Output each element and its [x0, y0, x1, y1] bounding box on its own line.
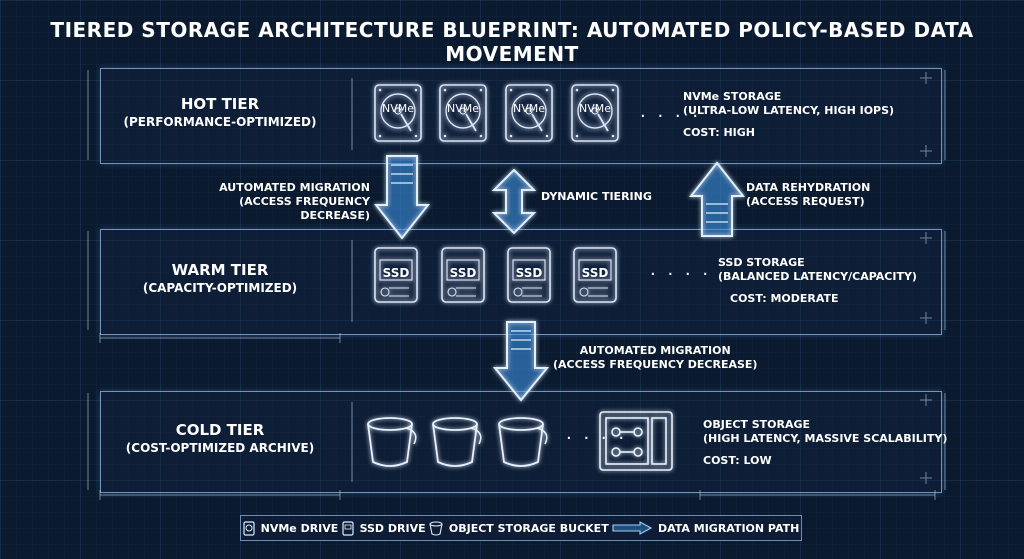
cold-tier-band — [100, 391, 942, 493]
ssd-drive-label: SSD — [582, 266, 609, 280]
dynamic-tiering-arrow — [491, 168, 537, 235]
bucket-icon — [429, 520, 443, 536]
migration-path-arrow-icon — [612, 521, 652, 535]
hot-tier-band — [100, 68, 942, 164]
nvme-drive-label: NVMe — [579, 102, 611, 115]
arrow-ladder-lines — [391, 164, 728, 350]
legend-nvme-label: NVMe DRIVE — [260, 521, 339, 535]
migration-hot-warm-label: AUTOMATED MIGRATION (ACCESS FREQUENCY DE… — [178, 181, 370, 223]
warm-info-line2: (BALANCED LATENCY/CAPACITY) — [718, 270, 917, 283]
object-storage-appliance-icon — [599, 411, 673, 471]
ssd-drive-label: SSD — [450, 266, 477, 280]
warm-tier-sub: (CAPACITY-OPTIMIZED) — [142, 281, 298, 295]
migration-arrow-hot-to-warm — [373, 155, 431, 240]
cold-info-line1: OBJECT STORAGE — [703, 418, 811, 431]
legend-item-nvme: NVMe DRIVE — [243, 520, 339, 536]
legend: NVMe DRIVE SSD DRIVE OBJECT STORAGE BUCK… — [240, 515, 802, 541]
hot-tier-label: HOT TIER (PERFORMANCE-OPTIMIZED) — [110, 95, 330, 129]
hot-cost: COST: HIGH — [683, 126, 756, 139]
blueprint-dimension-lines — [87, 70, 946, 500]
legend-bucket-label: OBJECT STORAGE BUCKET — [448, 521, 609, 535]
rehydration-arrow — [688, 161, 746, 237]
cold-tier-info: OBJECT STORAGE (HIGH LATENCY, MASSIVE SC… — [703, 418, 947, 468]
migration-hot-warm-line2: (ACCESS FREQUENCY DECREASE) — [239, 195, 370, 222]
cold-tier-sub: (COST-OPTIMIZED ARCHIVE) — [125, 441, 315, 455]
migration-warm-cold-label: AUTOMATED MIGRATION (ACCESS FREQUENCY DE… — [553, 344, 757, 372]
bucket-icon — [367, 417, 417, 467]
warm-tier-drives — [374, 247, 617, 303]
legend-item-bucket: OBJECT STORAGE BUCKET — [429, 520, 609, 536]
migration-warm-cold-line1: AUTOMATED MIGRATION — [579, 344, 731, 357]
dynamic-tiering-label: DYNAMIC TIERING — [541, 190, 652, 203]
warm-more-ellipsis: · · · · — [650, 264, 712, 285]
hot-more-ellipsis: · · · · — [640, 106, 702, 127]
cold-more-ellipsis: · · · · — [566, 428, 628, 449]
nvme-drive-label: NVMe — [447, 102, 479, 115]
rehydration-line1: DATA REHYDRATION — [746, 181, 871, 194]
legend-path-label: DATA MIGRATION PATH — [657, 521, 800, 535]
migration-warm-cold-line2: (ACCESS FREQUENCY DECREASE) — [553, 358, 758, 371]
legend-item-path: DATA MIGRATION PATH — [612, 521, 799, 535]
legend-item-ssd: SSD DRIVE — [341, 520, 426, 536]
hot-info-line2: (ULTRA-LOW LATENCY, HIGH IOPS) — [683, 104, 895, 117]
migration-arrow-warm-to-cold — [492, 321, 550, 402]
cold-info-line2: (HIGH LATENCY, MASSIVE SCALABILITY) — [703, 432, 948, 445]
cold-tier-label: COLD TIER (COST-OPTIMIZED ARCHIVE) — [110, 421, 330, 455]
warm-info-line1: SSD STORAGE — [718, 256, 805, 269]
warm-tier-info: SSD STORAGE (BALANCED LATENCY/CAPACITY) … — [718, 256, 917, 306]
cold-tier-name: COLD TIER — [175, 421, 265, 439]
nvme-drive-icon — [243, 520, 255, 536]
hot-tier-name: HOT TIER — [180, 95, 260, 113]
ssd-drive-label: SSD — [516, 266, 543, 280]
warm-cost: COST: MODERATE — [730, 292, 839, 305]
hot-tier-sub: (PERFORMANCE-OPTIMIZED) — [123, 115, 317, 129]
nvme-drive-label: NVMe — [382, 102, 414, 115]
ssd-drive-icon — [341, 520, 354, 536]
legend-ssd-label: SSD DRIVE — [359, 521, 426, 535]
cold-tier-buckets — [367, 417, 548, 467]
hot-tier-info: NVMe STORAGE (ULTRA-LOW LATENCY, HIGH IO… — [683, 90, 894, 140]
warm-tier-label: WARM TIER (CAPACITY-OPTIMIZED) — [110, 261, 330, 295]
cold-cost: COST: LOW — [703, 454, 772, 467]
ssd-drive-label: SSD — [383, 266, 410, 280]
bucket-icon — [432, 417, 482, 467]
migration-hot-warm-line1: AUTOMATED MIGRATION — [219, 181, 370, 194]
bucket-icon — [498, 417, 548, 467]
hot-info-line1: NVMe STORAGE — [683, 90, 782, 103]
rehydration-line2: (ACCESS REQUEST) — [746, 195, 865, 208]
rehydration-label: DATA REHYDRATION (ACCESS REQUEST) — [746, 181, 870, 209]
nvme-drive-label: NVMe — [513, 102, 545, 115]
diagram-title: TIERED STORAGE ARCHITECTURE BLUEPRINT: A… — [50, 18, 974, 66]
warm-tier-name: WARM TIER — [171, 261, 269, 279]
